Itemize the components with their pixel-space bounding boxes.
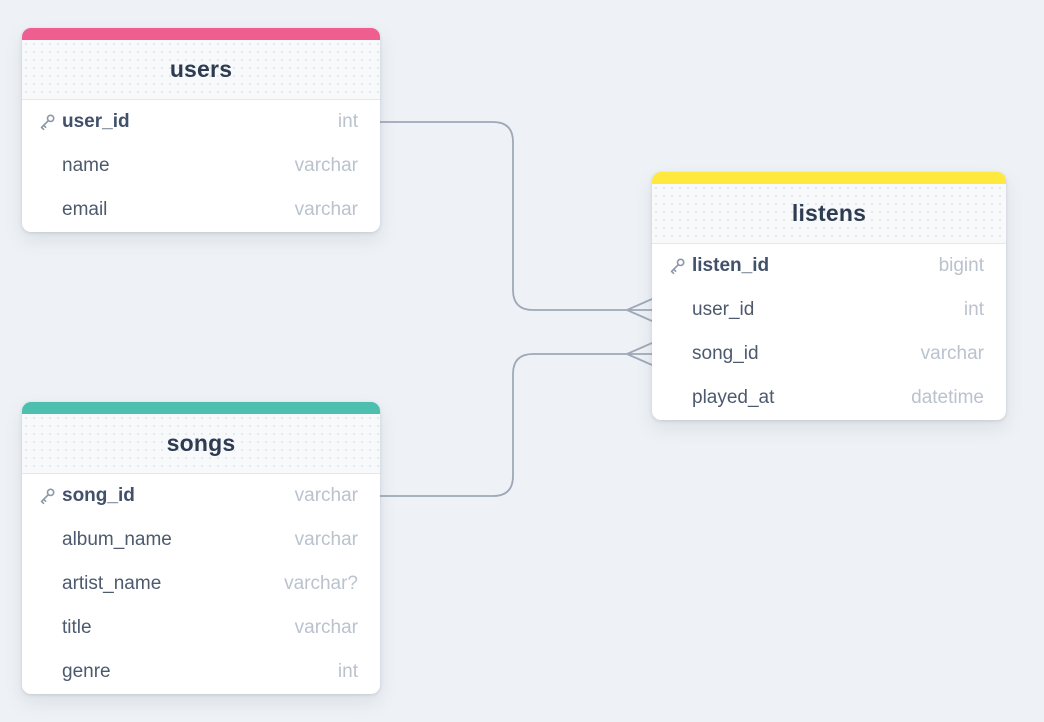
field-row-listens-user_id[interactable]: user_id int bbox=[652, 288, 1006, 332]
field-type: varchar bbox=[294, 155, 358, 176]
key-slot bbox=[38, 487, 62, 505]
table-listens-header[interactable]: listens bbox=[652, 184, 1006, 244]
field-type: datetime bbox=[911, 387, 984, 408]
table-users-title: users bbox=[169, 56, 233, 82]
table-songs-rows: song_id varchar album_name varchar artis… bbox=[22, 474, 380, 694]
field-name: album_name bbox=[62, 529, 172, 550]
field-name: played_at bbox=[692, 387, 775, 408]
table-users-rows: user_id int name varchar email varchar bbox=[22, 100, 380, 232]
field-row-songs-title[interactable]: title varchar bbox=[22, 606, 380, 650]
field-name: listen_id bbox=[692, 255, 770, 276]
field-type: int bbox=[963, 299, 984, 320]
table-users[interactable]: users user_id int bbox=[22, 28, 380, 232]
field-type: varchar bbox=[294, 617, 358, 638]
field-type: varchar bbox=[294, 529, 358, 550]
field-name: genre bbox=[62, 661, 111, 682]
table-users-accent-bar bbox=[22, 28, 380, 40]
field-name: song_id bbox=[62, 485, 135, 506]
field-name: name bbox=[62, 155, 110, 176]
field-type: varchar? bbox=[284, 573, 358, 594]
primary-key-icon bbox=[40, 114, 55, 131]
relationship-songs-song_id-to-listens-song_id[interactable] bbox=[380, 342, 653, 497]
field-row-listens-song_id[interactable]: song_id varchar bbox=[652, 332, 1006, 376]
field-type: varchar bbox=[294, 199, 358, 220]
table-listens-accent-bar bbox=[652, 172, 1006, 184]
table-users-header[interactable]: users bbox=[22, 40, 380, 100]
table-songs[interactable]: songs song_id varchar bbox=[22, 402, 380, 694]
field-name: user_id bbox=[62, 111, 130, 132]
table-listens-rows: listen_id bigint user_id int song_id var… bbox=[652, 244, 1006, 420]
table-songs-header[interactable]: songs bbox=[22, 414, 380, 474]
field-type: varchar bbox=[294, 485, 358, 506]
relationship-users-user_id-to-listens-user_id[interactable] bbox=[380, 121, 653, 322]
field-name: user_id bbox=[692, 299, 755, 320]
field-row-listens-played_at[interactable]: played_at datetime bbox=[652, 376, 1006, 420]
table-listens[interactable]: listens listen_id bigint bbox=[652, 172, 1006, 420]
field-name: email bbox=[62, 199, 108, 220]
field-name: artist_name bbox=[62, 573, 162, 594]
field-row-songs-artist_name[interactable]: artist_name varchar? bbox=[22, 562, 380, 606]
field-row-users-user_id[interactable]: user_id int bbox=[22, 100, 380, 144]
field-name: title bbox=[62, 617, 92, 638]
table-songs-accent-bar bbox=[22, 402, 380, 414]
field-type: int bbox=[337, 661, 358, 682]
field-type: bigint bbox=[938, 255, 984, 276]
field-row-songs-song_id[interactable]: song_id varchar bbox=[22, 474, 380, 518]
field-type: int bbox=[337, 111, 358, 132]
field-type: varchar bbox=[920, 343, 984, 364]
field-row-listens-listen_id[interactable]: listen_id bigint bbox=[652, 244, 1006, 288]
table-songs-title: songs bbox=[166, 430, 236, 456]
key-slot bbox=[668, 257, 692, 275]
field-row-songs-genre[interactable]: genre int bbox=[22, 650, 380, 694]
field-name: song_id bbox=[692, 343, 759, 364]
primary-key-icon bbox=[670, 258, 685, 275]
field-row-songs-album_name[interactable]: album_name varchar bbox=[22, 518, 380, 562]
field-row-users-email[interactable]: email varchar bbox=[22, 188, 380, 232]
field-row-users-name[interactable]: name varchar bbox=[22, 144, 380, 188]
primary-key-icon bbox=[40, 488, 55, 505]
key-slot bbox=[38, 113, 62, 131]
table-listens-title: listens bbox=[791, 200, 867, 226]
